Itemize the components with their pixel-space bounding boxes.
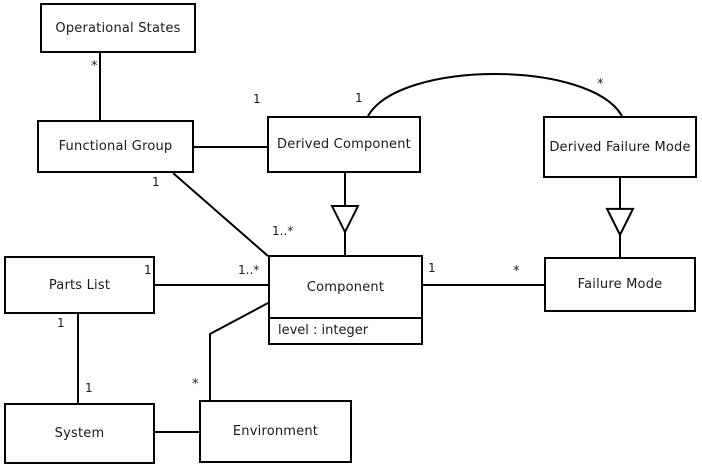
class-box-environment[interactable]: Environment [199,400,352,463]
generalization-triangle-derivedcomponent-component [330,205,360,235]
class-name-environment: Environment [232,424,319,439]
multiplicity-label-m-dfm-curve: * [597,77,604,92]
multiplicity-label-m-fg-dc: 1 [253,92,261,106]
association-line-derivedcomponent-derivedfailuremode [367,73,623,117]
class-box-component[interactable]: Component level : integer [268,255,423,345]
multiplicity-label-m-fg-comp: 1 [152,175,160,189]
multiplicity-label-m-env-comp: * [192,377,199,392]
class-name-operational-states: Operational States [55,20,181,36]
class-name-functional-group: Functional Group [58,139,173,154]
class-name-failure-mode: Failure Mode [577,277,663,292]
association-line-functionalgroup-component [172,172,269,257]
multiplicity-label-m-comp-fg: 1..* [272,224,294,238]
multiplicity-label-m-comp-fm: 1 [428,261,436,275]
class-name-component: Component [306,279,385,295]
class-name-parts-list: Parts List [48,277,111,293]
generalization-triangle-derivedfailuremode-failuremode [605,207,635,238]
class-box-failure-mode[interactable]: Failure Mode [544,257,696,312]
multiplicity-label-m-comp-pl: 1..* [238,263,260,277]
multiplicity-label-m-fm-comp: * [513,264,520,279]
class-name-derived-component: Derived Component [277,137,411,152]
class-attributes-component: level : integer [270,317,421,343]
class-box-functional-group[interactable]: Functional Group [37,120,194,173]
class-box-derived-component[interactable]: Derived Component [267,116,421,173]
class-box-system[interactable]: System [4,403,155,464]
multiplicity-label-m-dc-curve: 1 [355,91,363,105]
generalization-arrow-layer [330,205,635,238]
association-line-environment-component [209,302,269,400]
multiplicity-label-m-opstates: * [91,59,98,74]
multiplicity-label-m-pl-sys: 1 [57,316,65,330]
class-name-derived-failure-mode: Derived Failure Mode [549,139,691,155]
class-name-system: System [54,426,105,441]
class-box-derived-failure-mode[interactable]: Derived Failure Mode [543,116,697,178]
class-box-operational-states[interactable]: Operational States [40,3,196,53]
edge-layer [77,53,623,433]
class-box-parts-list[interactable]: Parts List [4,256,155,314]
class-attribute-row: level : integer [278,323,369,338]
multiplicity-label-m-pl-comp: 1 [144,263,152,277]
multiplicity-label-m-sys-pl: 1 [85,381,93,395]
